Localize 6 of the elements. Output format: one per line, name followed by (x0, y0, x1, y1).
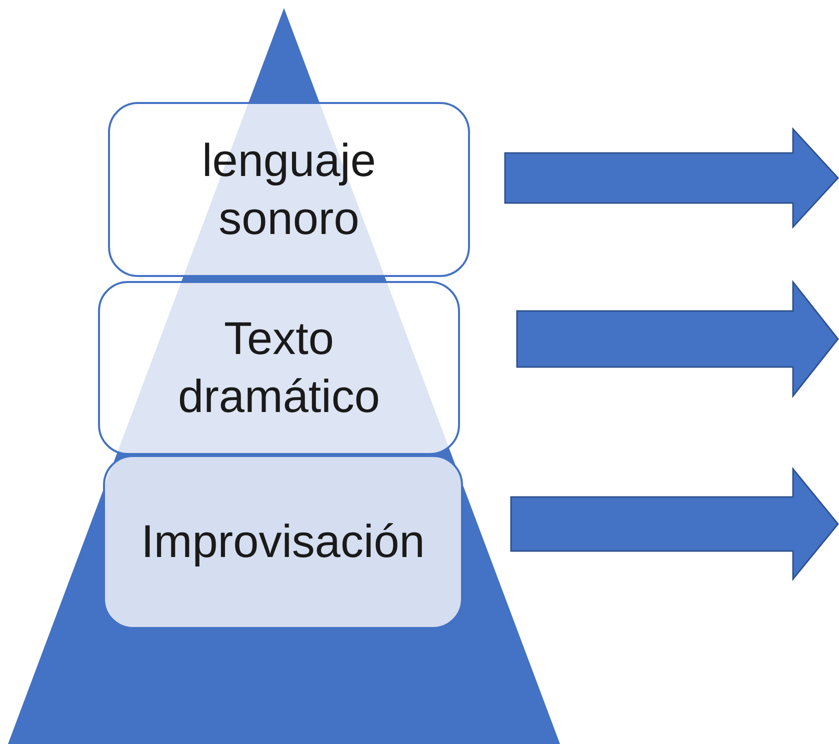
rounded-box (98, 281, 460, 455)
box-label: Texto dramático (177, 311, 381, 424)
rounded-box (103, 455, 463, 629)
box-label: Improvisación (141, 514, 425, 570)
box-label: lenguaje sonoro (201, 132, 377, 246)
rounded-box (108, 102, 470, 277)
